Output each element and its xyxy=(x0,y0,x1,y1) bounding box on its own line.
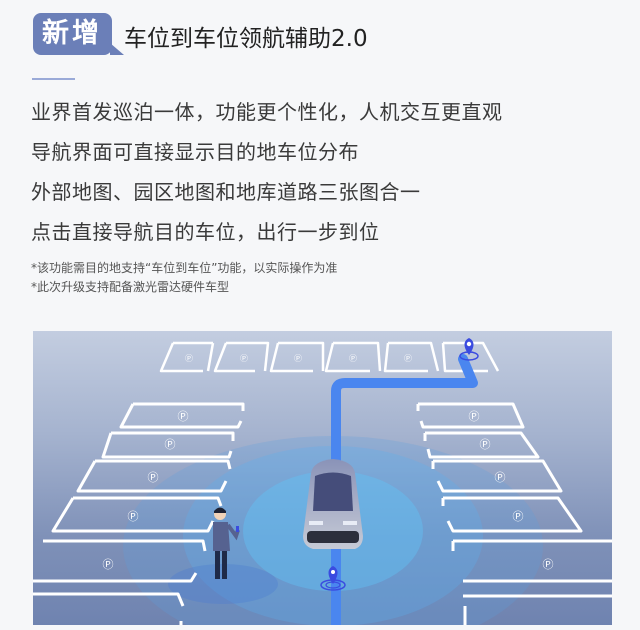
footnotes: *该功能需目的地支持“车位到车位”功能，以实际操作为准 *此次升级支持配备激光雷… xyxy=(31,259,337,297)
svg-text:Ⓟ: Ⓟ xyxy=(240,354,248,363)
svg-text:Ⓟ: Ⓟ xyxy=(469,410,480,423)
svg-text:Ⓟ: Ⓟ xyxy=(128,510,139,523)
feature-line: 点击直接导航目的车位，出行一步到位 xyxy=(31,220,380,244)
parking-lot-graphic: Ⓟ Ⓟ Ⓟ Ⓟ Ⓟ Ⓟ Ⓟ Ⓟ Ⓟ Ⓟ Ⓟ Ⓟ Ⓟ Ⓟ Ⓟ xyxy=(33,338,612,625)
svg-text:Ⓟ: Ⓟ xyxy=(185,354,193,363)
car xyxy=(303,459,363,549)
feature-line: 导航界面可直接显示目的地车位分布 xyxy=(31,140,359,164)
feature-list: 业界首发巡泊一体，功能更个性化，人机交互更直观 导航界面可直接显示目的地车位分布… xyxy=(31,96,503,256)
svg-text:Ⓟ: Ⓟ xyxy=(178,410,189,423)
feature-title: 车位到车位领航辅助2.0 xyxy=(124,26,368,52)
svg-text:Ⓟ: Ⓟ xyxy=(480,438,491,451)
top-parking-row xyxy=(159,341,500,373)
feature-line: 外部地图、园区地图和地库道路三张图合一 xyxy=(31,180,421,204)
right-parking-row xyxy=(416,402,612,625)
divider xyxy=(32,78,75,80)
parking-illustration: Ⓟ Ⓟ Ⓟ Ⓟ Ⓟ Ⓟ Ⓟ Ⓟ Ⓟ Ⓟ Ⓟ Ⓟ Ⓟ Ⓟ Ⓟ xyxy=(33,331,612,625)
destination-pin xyxy=(459,338,479,361)
footnote: *该功能需目的地支持“车位到车位”功能，以实际操作为准 xyxy=(31,261,338,275)
footnote: *此次升级支持配备激光雷达硬件车型 xyxy=(31,280,230,294)
left-parking-row xyxy=(33,402,245,625)
feature-line: 业界首发巡泊一体，功能更个性化，人机交互更直观 xyxy=(31,100,503,124)
svg-text:Ⓟ: Ⓟ xyxy=(513,510,524,523)
new-badge: 新增 xyxy=(33,13,124,55)
svg-text:Ⓟ: Ⓟ xyxy=(349,354,357,363)
svg-text:Ⓟ: Ⓟ xyxy=(495,471,506,484)
header: 新增 车位到车位领航辅助2.0 xyxy=(33,13,368,55)
car-location-pin xyxy=(320,566,346,591)
svg-text:Ⓟ: Ⓟ xyxy=(404,354,412,363)
person-with-phone xyxy=(213,507,240,579)
svg-text:Ⓟ: Ⓟ xyxy=(148,471,159,484)
svg-text:Ⓟ: Ⓟ xyxy=(103,558,114,571)
svg-text:Ⓟ: Ⓟ xyxy=(294,354,302,363)
svg-text:Ⓟ: Ⓟ xyxy=(543,558,554,571)
svg-text:Ⓟ: Ⓟ xyxy=(165,438,176,451)
navigation-route xyxy=(331,354,478,625)
